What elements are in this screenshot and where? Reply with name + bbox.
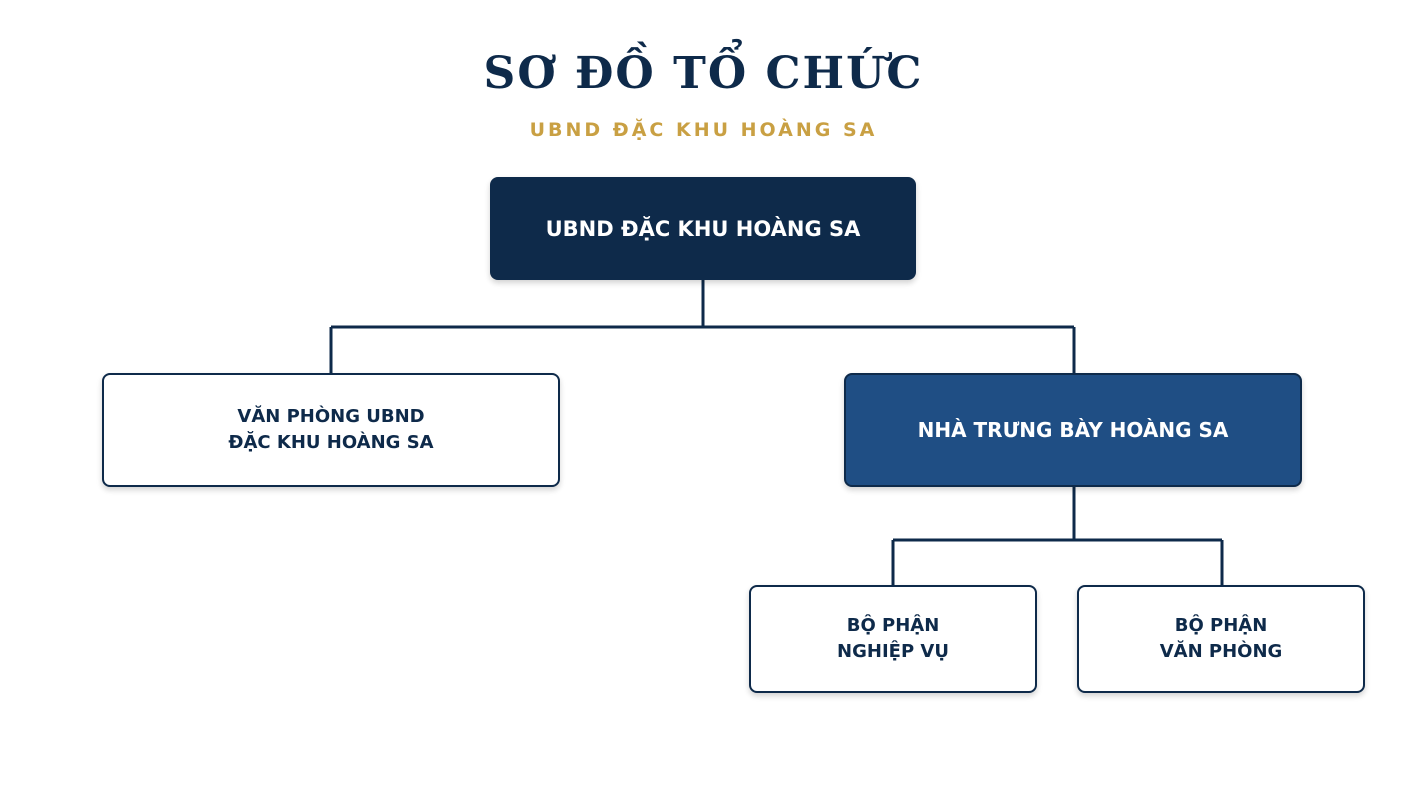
node-professional-label-line2: NGHIỆP VỤ bbox=[837, 641, 949, 662]
node-ubnd-root: UBND ĐẶC KHU HOÀNG SA bbox=[490, 177, 916, 280]
node-admin-label-line1: BỘ PHẬN bbox=[1174, 615, 1268, 636]
node-museum-label: NHÀ TRƯNG BÀY HOÀNG SA bbox=[917, 418, 1229, 442]
chart-title: SƠ ĐỒ TỔ CHỨC bbox=[483, 48, 924, 99]
node-office-label-line2: ĐẶC KHU HOÀNG SA bbox=[228, 432, 434, 453]
node-admin: BỘ PHẬN VĂN PHÒNG bbox=[1077, 585, 1365, 693]
node-professional-label-line1: BỘ PHẬN bbox=[846, 615, 940, 636]
node-museum: NHÀ TRƯNG BÀY HOÀNG SA bbox=[844, 373, 1302, 487]
node-office: VĂN PHÒNG UBND ĐẶC KHU HOÀNG SA bbox=[102, 373, 560, 487]
node-ubnd-root-label: UBND ĐẶC KHU HOÀNG SA bbox=[545, 216, 861, 241]
node-admin-label-line2: VĂN PHÒNG bbox=[1159, 641, 1283, 662]
chart-subtitle: UBND ĐẶC KHU HOÀNG SA bbox=[529, 119, 878, 141]
node-office-label-line1: VĂN PHÒNG UBND bbox=[237, 406, 425, 427]
node-professional: BỘ PHẬN NGHIỆP VỤ bbox=[749, 585, 1037, 693]
